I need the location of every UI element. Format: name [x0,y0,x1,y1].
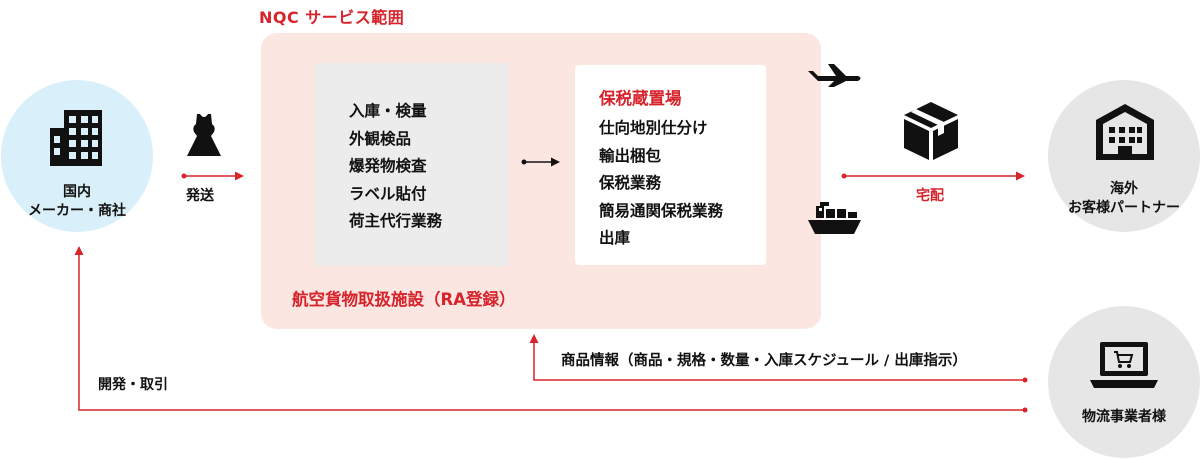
ship-label: 発送 [186,188,214,204]
inbound-process-box: 入庫・検量 外観検品 爆発物検査 ラベル貼付 荷主代行業務 [315,63,508,266]
bonded-warehouse-title: 保税蔵置場 [599,89,682,108]
overseas-partner-label-line1: 海外 [1110,181,1138,197]
scope-title: NQC サービス範囲 [259,8,405,27]
list-item: 輸出梱包 [599,146,662,165]
list-item: 爆発物検査 [349,157,427,175]
list-item: 出庫 [599,229,631,247]
domestic-maker-node: 国内 メーカー・商社 [1,80,153,232]
list-item: 仕向地別仕分け [599,119,708,137]
list-item: 荷主代行業務 [349,212,443,230]
dress-icon [187,114,221,156]
overseas-partner-label: 海外 お客様パートナー [1048,180,1200,218]
list-item: 外観検品 [349,129,412,148]
office-building-icon [50,110,102,166]
delivery-arrow [841,171,1025,181]
warehouse-building-icon [1096,104,1154,160]
development-trade-label: 開発・取引 [98,377,168,393]
logistics-provider-node: 物流事業者様 [1048,306,1200,458]
ship-arrow [181,171,244,181]
product-info-arrow [529,334,1028,383]
bonded-warehouse-box: 保税蔵置場 仕向地別仕分け 輸出梱包 保税業務 簡易通関保税業務 出庫 [575,65,766,265]
bonded-warehouse-list: 仕向地別仕分け 輸出梱包 保税業務 簡易通関保税業務 出庫 [599,115,723,253]
inbound-process-list: 入庫・検量 外観検品 爆発物検査 ラベル貼付 荷主代行業務 [349,98,442,236]
internal-transfer-arrow [521,157,560,167]
airplane-icon [808,64,861,87]
domestic-maker-label: 国内 メーカー・商社 [1,183,153,221]
facility-label: 航空貨物取扱施設（RA登録） [292,290,516,309]
list-item: ラベル貼付 [349,184,427,203]
list-item: 入庫・検量 [349,102,427,120]
package-box-icon [904,102,958,160]
domestic-maker-label-line2: メーカー・商社 [28,203,126,219]
domestic-maker-label-line1: 国内 [63,184,91,200]
logistics-provider-label: 物流事業者様 [1082,409,1166,425]
list-item: 簡易通関保税業務 [599,201,724,220]
overseas-partner-label-line2: お客様パートナー [1068,200,1180,216]
cargo-ship-icon [808,202,861,234]
delivery-label: 宅配 [916,188,944,204]
development-trade-arrow [74,246,1028,413]
laptop-cart-icon [1090,342,1158,388]
product-info-label: 商品情報（商品・規格・数量・入庫スケジュール / 出庫指示） [561,353,967,369]
list-item: 保税業務 [599,174,662,192]
overseas-partner-node: 海外 お客様パートナー [1048,80,1200,232]
